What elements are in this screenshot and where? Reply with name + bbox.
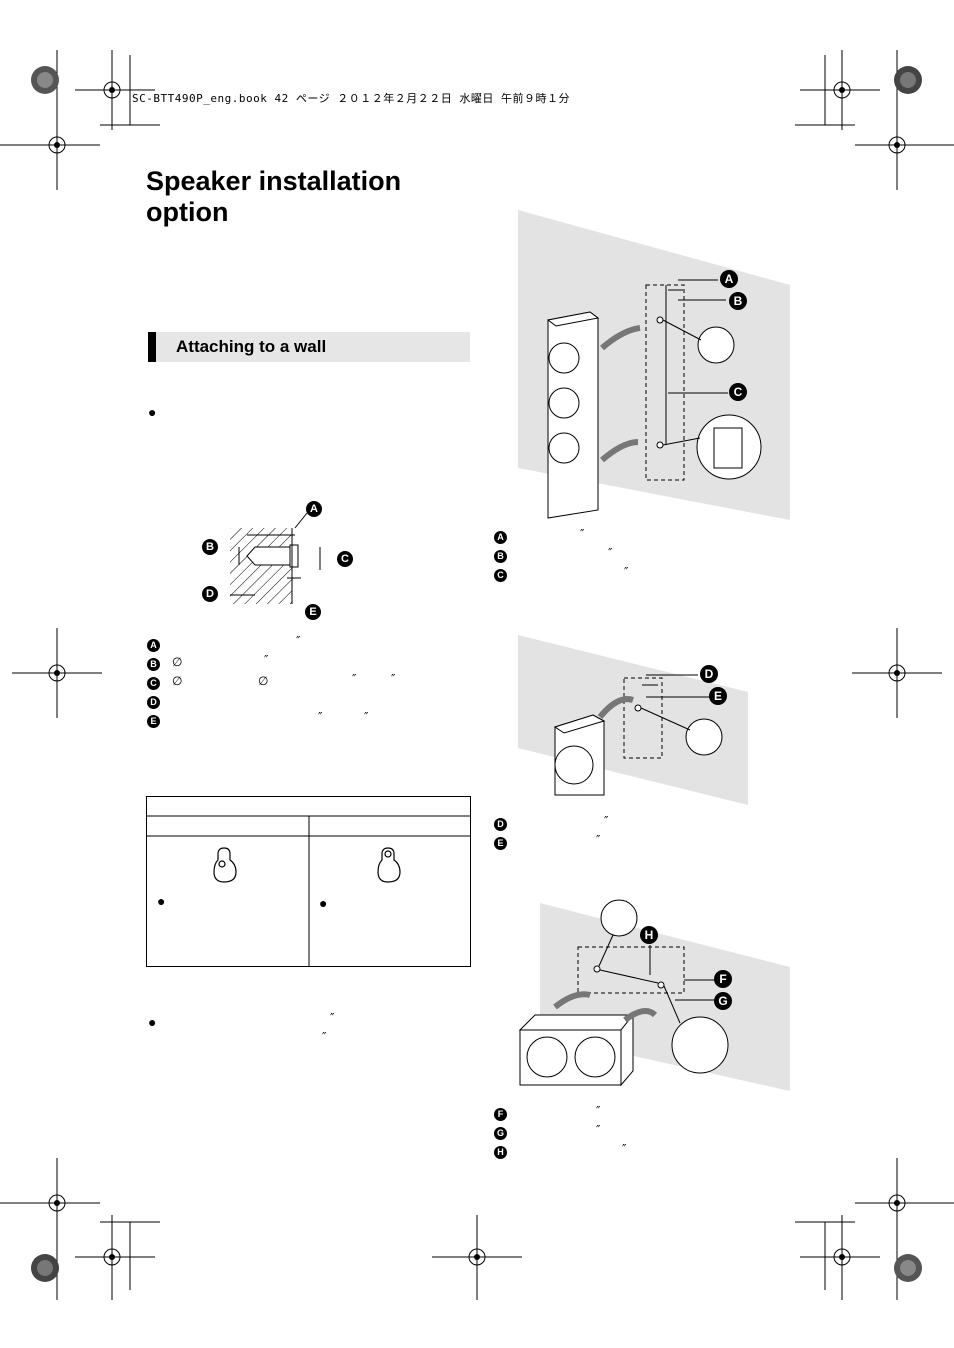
table-bullet-right: ● xyxy=(319,895,328,911)
legend-e-right-inch: ″ xyxy=(596,833,601,847)
legend-b-right: B xyxy=(494,550,507,563)
marker-d-diagram: D xyxy=(202,586,218,602)
marker-b-fig1: B xyxy=(729,292,747,310)
legend-c-diameter-2: ∅ xyxy=(258,674,269,688)
note-inch-1: ″ xyxy=(330,1011,335,1025)
section-title: Attaching to a wall xyxy=(176,337,327,356)
legend-b-inch: ″ xyxy=(264,653,269,667)
legend-a-right-inch: ″ xyxy=(580,527,585,541)
screw-hole-diagram xyxy=(230,512,321,604)
legend-a: A xyxy=(147,639,160,652)
marker-g-fig3: G xyxy=(714,992,732,1010)
bullet-2: ● xyxy=(148,1014,157,1030)
legend-f-right: F xyxy=(494,1108,507,1121)
hook-comparison-table: ● ● xyxy=(146,796,471,967)
marker-h-fig3: H xyxy=(640,926,658,944)
marker-c-diagram: C xyxy=(337,551,353,567)
keyhole-hook-icon xyxy=(213,847,237,883)
section-bar xyxy=(148,332,156,362)
legend-b-diameter: ∅ xyxy=(172,655,183,669)
marker-a-fig1: A xyxy=(720,270,738,288)
file-info-header: SC-BTT490P_eng.book 42 ページ ２０１２年２月２２日 水曜… xyxy=(132,92,570,105)
tall-speaker-wall-diagram xyxy=(518,210,790,520)
legend-e-inch-1: ″ xyxy=(318,710,323,724)
legend-c: C xyxy=(147,677,160,690)
legend-a-inch: ″ xyxy=(296,634,301,648)
center-speaker-wall-diagram xyxy=(518,899,790,1091)
marker-c-fig1: C xyxy=(729,383,747,401)
legend-c-right-inch: ″ xyxy=(624,565,629,579)
marker-a-diagram: A xyxy=(306,501,322,517)
legend-g-right-inch: ″ xyxy=(596,1123,601,1137)
legend-b-right-inch: ″ xyxy=(608,546,613,560)
keyhole-hook-screw-icon xyxy=(377,847,401,883)
legend-g-right: G xyxy=(494,1127,507,1140)
section-heading: Attaching to a wall xyxy=(148,332,470,362)
table-bullet-left: ● xyxy=(157,893,166,909)
note-inch-2: ″ xyxy=(322,1030,327,1044)
marker-e-fig2: E xyxy=(709,687,727,705)
bullet-1: ● xyxy=(148,404,157,420)
legend-c-diameter-1: ∅ xyxy=(172,674,183,688)
legend-e-inch-2: ″ xyxy=(364,710,369,724)
legend-d-right-inch: ″ xyxy=(604,814,609,828)
legend-b: B xyxy=(147,658,160,671)
legend-a-right: A xyxy=(494,531,507,544)
marker-b-diagram: B xyxy=(202,539,218,555)
marker-d-fig2: D xyxy=(700,665,718,683)
legend-d-right: D xyxy=(494,818,507,831)
legend-h-right-inch: ″ xyxy=(622,1142,627,1156)
legend-d: D xyxy=(147,696,160,709)
table-grid xyxy=(146,815,471,967)
small-speaker-wall-diagram xyxy=(518,635,748,805)
legend-c-right: C xyxy=(494,569,507,582)
legend-e-right: E xyxy=(494,837,507,850)
legend-c-inch-2: ″ xyxy=(391,672,396,686)
page-title: Speaker installation option xyxy=(146,166,402,227)
marker-e-diagram: E xyxy=(305,604,321,620)
legend-c-inch-1: ″ xyxy=(352,672,357,686)
legend-e: E xyxy=(147,715,160,728)
legend-h-right: H xyxy=(494,1146,507,1159)
legend-f-right-inch: ″ xyxy=(596,1104,601,1118)
marker-f-fig3: F xyxy=(714,970,732,988)
